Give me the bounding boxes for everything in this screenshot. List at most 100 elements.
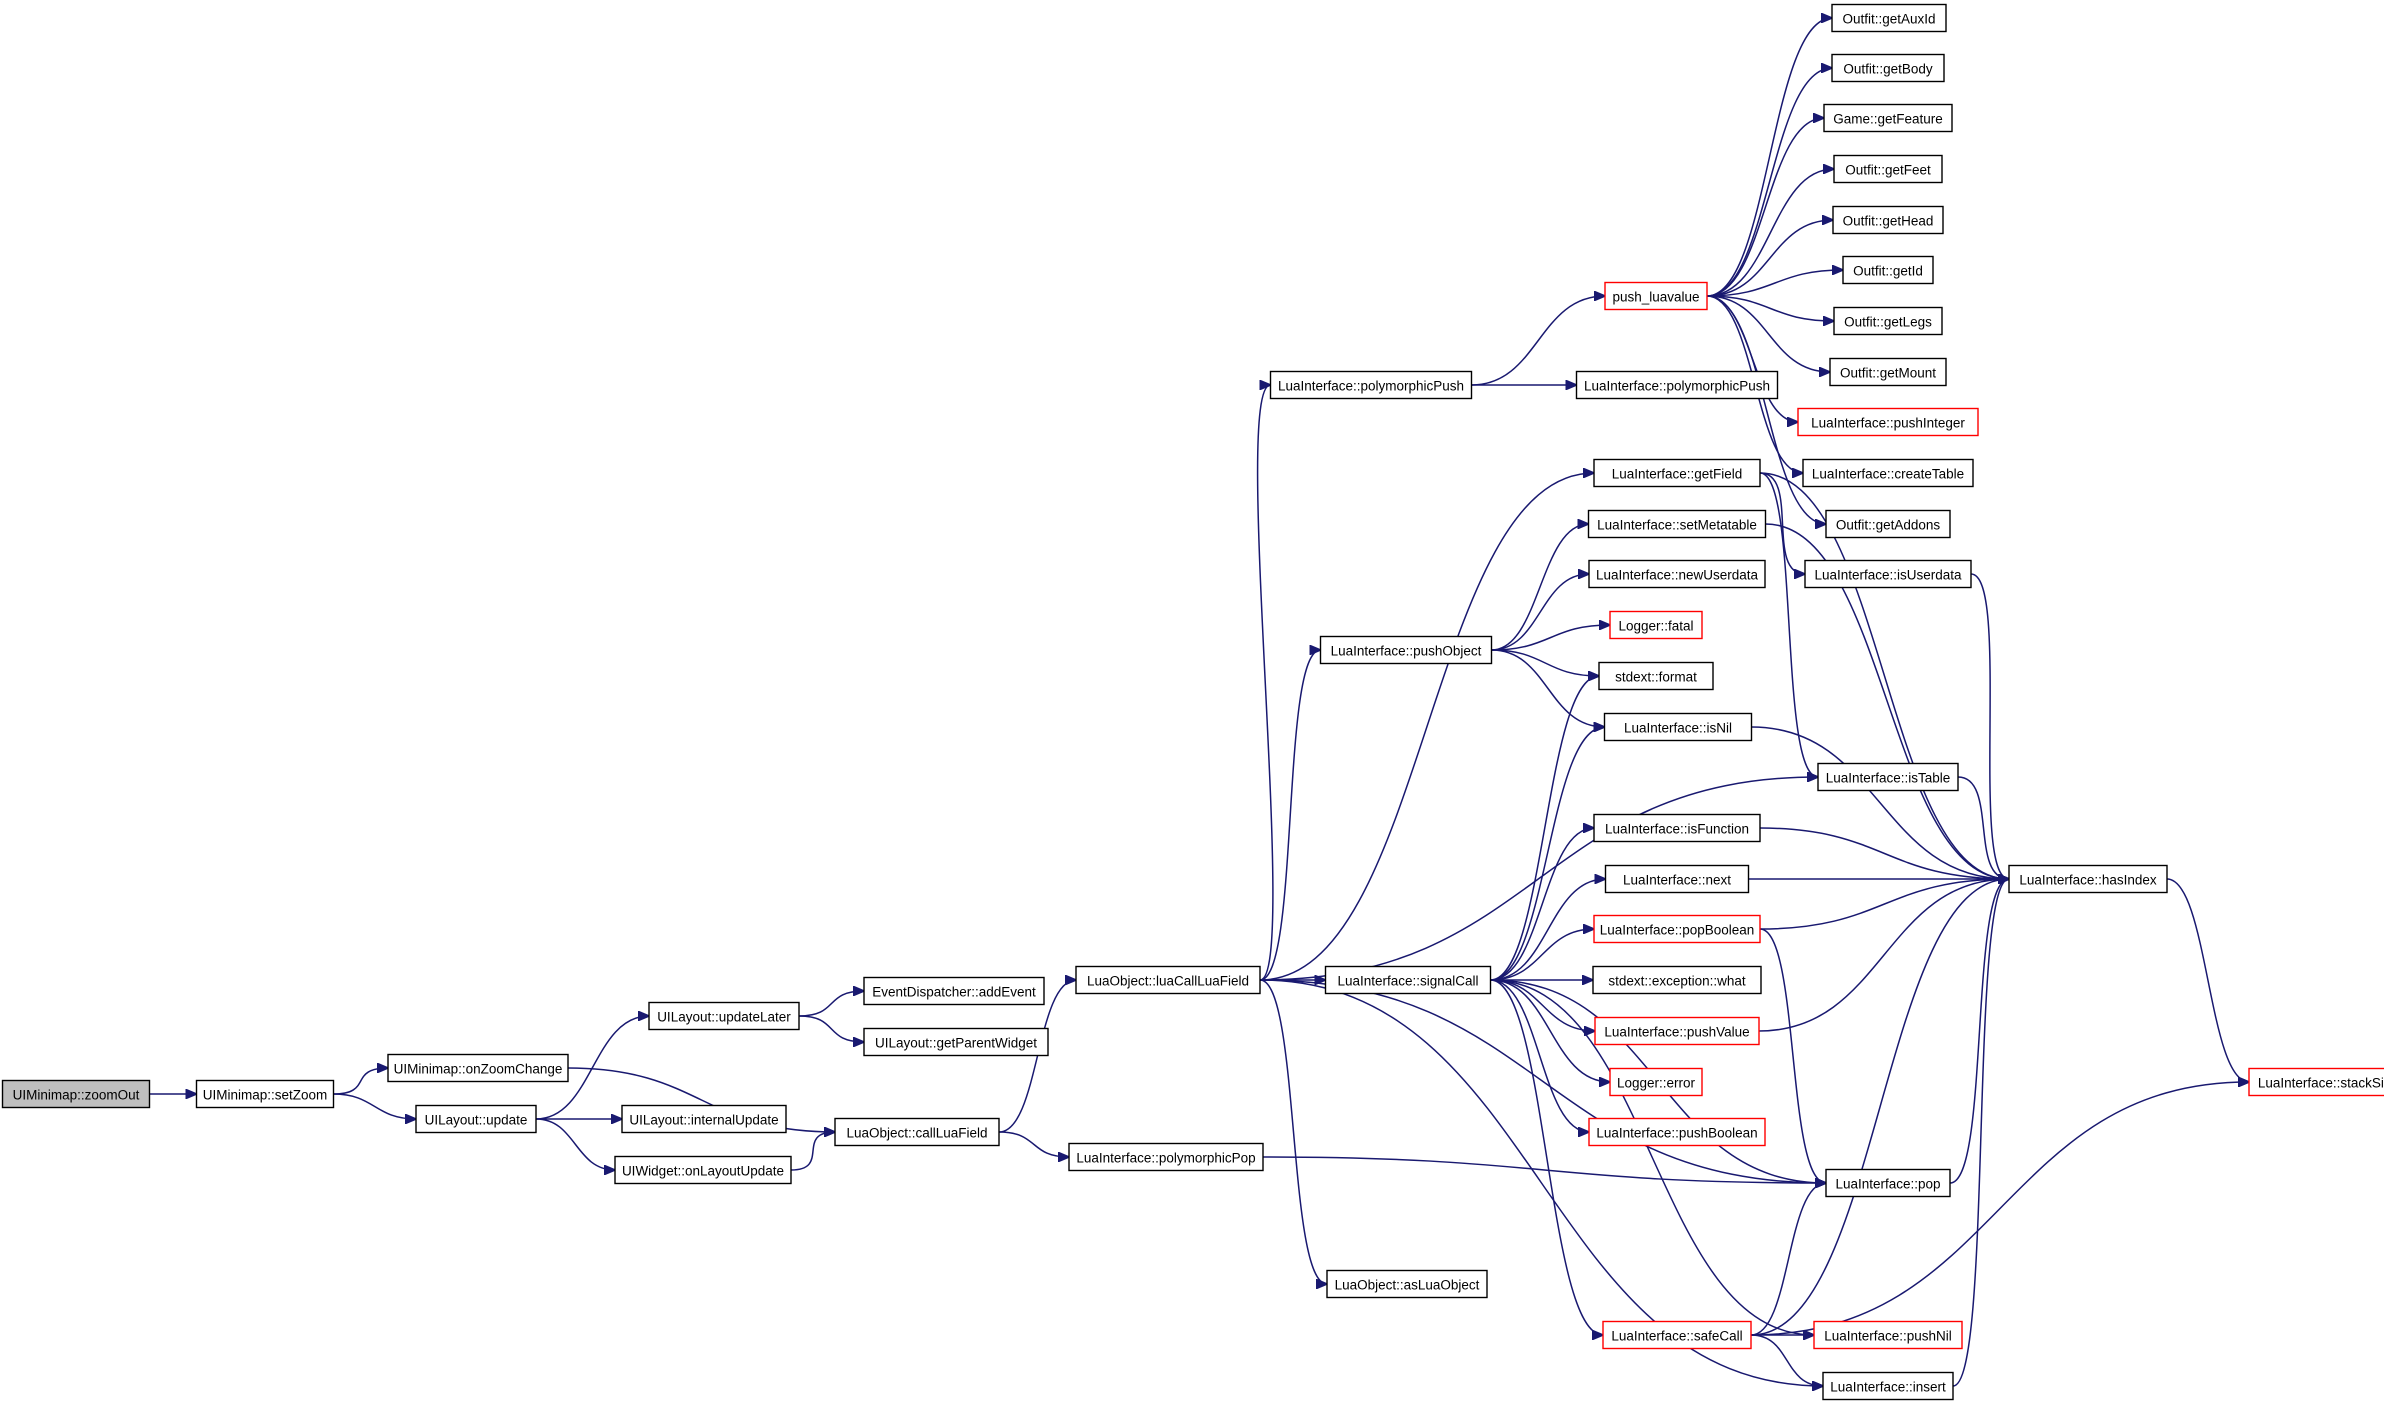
node-push-luavalue[interactable]: push_luavalue xyxy=(1604,281,1708,311)
node-label: Outfit::getMount xyxy=(1840,366,1936,381)
edge-luainterface-signalcall-to-luainterface-pushboolean xyxy=(1490,979,1590,1132)
node-box xyxy=(1831,3,1947,33)
node-luainterface-pushboolean[interactable]: LuaInterface::pushBoolean xyxy=(1588,1117,1766,1147)
node-label: LuaInterface::isNil xyxy=(1624,721,1732,736)
node-luainterface-pushinteger[interactable]: LuaInterface::pushInteger xyxy=(1797,407,1979,437)
node-luainterface-newuserdata[interactable]: LuaInterface::newUserdata xyxy=(1588,559,1766,589)
node-luainterface-getfield[interactable]: LuaInterface::getField xyxy=(1593,458,1761,488)
node-luainterface-polymorphicpush[interactable]: LuaInterface::polymorphicPush xyxy=(1575,370,1779,400)
node-uilayout-updatelater[interactable]: UILayout::updateLater xyxy=(648,1001,800,1031)
node-luainterface-next[interactable]: LuaInterface::next xyxy=(1604,864,1750,894)
node-outfit-getaddons[interactable]: Outfit::getAddons xyxy=(1825,509,1951,539)
edge-layer xyxy=(149,18,2250,1386)
node-label: LuaInterface::popBoolean xyxy=(1600,923,1755,938)
edge-luainterface-pushobject-to-logger-fatal xyxy=(1491,625,1611,651)
node-luaobject-callluafield[interactable]: LuaObject::callLuaField xyxy=(834,1117,1000,1147)
node-box xyxy=(1594,1016,1760,1046)
node-outfit-getfeet[interactable]: Outfit::getFeet xyxy=(1833,154,1943,184)
node-label: LuaInterface::newUserdata xyxy=(1596,568,1759,583)
node-luaobject-asluaobject[interactable]: LuaObject::asLuaObject xyxy=(1326,1269,1488,1299)
node-game-getfeature[interactable]: Game::getFeature xyxy=(1823,103,1953,133)
node-uiwidget-onlayoutupdate[interactable]: UIWidget::onLayoutUpdate xyxy=(614,1155,792,1185)
node-stdext-format[interactable]: stdext::format xyxy=(1598,661,1714,691)
node-logger-fatal[interactable]: Logger::fatal xyxy=(1609,610,1703,640)
node-box xyxy=(1609,610,1703,640)
node-box xyxy=(1825,1168,1951,1198)
node-box xyxy=(863,1027,1049,1057)
node-label: UIWidget::onLayoutUpdate xyxy=(622,1164,784,1179)
edge-push-luavalue-to-outfit-getauxid xyxy=(1706,18,1832,297)
node-eventdispatcher-addevent[interactable]: EventDispatcher::addEvent xyxy=(863,976,1045,1006)
node-luainterface-isnil[interactable]: LuaInterface::isNil xyxy=(1603,712,1753,742)
node-uilayout-update[interactable]: UILayout::update xyxy=(415,1104,537,1134)
node-luainterface-isuserdata[interactable]: LuaInterface::isUserdata xyxy=(1804,559,1972,589)
node-luainterface-polymorphicpush[interactable]: LuaInterface::polymorphicPush xyxy=(1269,370,1473,400)
node-label: LuaInterface::pushBoolean xyxy=(1596,1126,1757,1141)
node-outfit-getauxid[interactable]: Outfit::getAuxId xyxy=(1831,3,1947,33)
node-label: Outfit::getAuxId xyxy=(1842,12,1935,27)
node-luainterface-isfunction[interactable]: LuaInterface::isFunction xyxy=(1593,813,1761,843)
edge-luainterface-safecall-to-luainterface-pop xyxy=(1750,1183,1826,1336)
node-box xyxy=(1833,306,1943,336)
edge-luainterface-signalcall-to-luainterface-safecall xyxy=(1490,979,1604,1335)
node-box xyxy=(648,1001,800,1031)
node-uiminimap-onzoomchange[interactable]: UIMinimap::onZoomChange xyxy=(387,1053,569,1083)
node-label: UILayout::getParentWidget xyxy=(875,1036,1037,1051)
node-label: LuaInterface::getField xyxy=(1612,467,1743,482)
node-box xyxy=(1831,53,1945,83)
node-outfit-getmount[interactable]: Outfit::getMount xyxy=(1829,357,1947,387)
node-luainterface-insert[interactable]: LuaInterface::insert xyxy=(1822,1371,1954,1401)
node-luainterface-pop[interactable]: LuaInterface::pop xyxy=(1825,1168,1951,1198)
node-box xyxy=(834,1117,1000,1147)
node-box xyxy=(1068,1142,1264,1172)
node-uiminimap-setzoom[interactable]: UIMinimap::setZoom xyxy=(195,1079,335,1109)
node-uilayout-internalupdate[interactable]: UILayout::internalUpdate xyxy=(621,1104,787,1134)
edge-luainterface-isuserdata-to-luainterface-hasindex xyxy=(1970,573,2009,879)
node-luainterface-pushobject[interactable]: LuaInterface::pushObject xyxy=(1319,635,1493,665)
node-uilayout-getparentwidget[interactable]: UILayout::getParentWidget xyxy=(863,1027,1049,1057)
node-box xyxy=(1825,509,1951,539)
node-outfit-getlegs[interactable]: Outfit::getLegs xyxy=(1833,306,1943,336)
node-label: UILayout::update xyxy=(425,1113,528,1128)
node-luainterface-hasindex[interactable]: LuaInterface::hasIndex xyxy=(2008,864,2168,894)
node-luainterface-signalcall[interactable]: LuaInterface::signalCall xyxy=(1324,965,1492,995)
node-label: LuaInterface::polymorphicPush xyxy=(1584,379,1770,394)
node-outfit-getbody[interactable]: Outfit::getBody xyxy=(1831,53,1945,83)
node-label: stdext::exception::what xyxy=(1608,974,1746,989)
node-luainterface-stacksize[interactable]: LuaInterface::stackSize xyxy=(2248,1067,2384,1097)
node-box xyxy=(1575,370,1779,400)
edge-push-luavalue-to-outfit-getfeet xyxy=(1706,169,1834,297)
edge-luainterface-safecall-to-luainterface-insert xyxy=(1750,1334,1823,1386)
node-luainterface-setmetatable[interactable]: LuaInterface::setMetatable xyxy=(1587,509,1767,539)
node-label: LuaInterface::isTable xyxy=(1826,771,1951,786)
node-label: LuaInterface::isFunction xyxy=(1605,822,1749,837)
node-outfit-gethead[interactable]: Outfit::getHead xyxy=(1832,205,1944,235)
node-luaobject-luacallluafield[interactable]: LuaObject::luaCallLuaField xyxy=(1075,965,1261,995)
node-luainterface-safecall[interactable]: LuaInterface::safeCall xyxy=(1602,1320,1752,1350)
node-uiminimap-zoomout[interactable]: UIMinimap::zoomOut xyxy=(1,1079,151,1109)
node-label: Outfit::getHead xyxy=(1843,214,1934,229)
node-luainterface-istable[interactable]: LuaInterface::isTable xyxy=(1817,762,1959,792)
edge-luaobject-luacallluafield-to-luainterface-pushobject xyxy=(1259,650,1321,981)
edge-luainterface-popboolean-to-luainterface-hasindex xyxy=(1759,879,2009,930)
node-label: LuaInterface::setMetatable xyxy=(1597,518,1757,533)
node-logger-error[interactable]: Logger::error xyxy=(1609,1067,1703,1097)
node-luainterface-pushvalue[interactable]: LuaInterface::pushValue xyxy=(1594,1016,1760,1046)
node-box xyxy=(1802,458,1974,488)
edge-luaobject-luacallluafield-to-luainterface-getfield xyxy=(1259,473,1594,981)
node-label: LuaInterface::next xyxy=(1623,873,1731,888)
node-luainterface-polymorphicpop[interactable]: LuaInterface::polymorphicPop xyxy=(1068,1142,1264,1172)
edge-luaobject-luacallluafield-to-luainterface-polymorphicpush xyxy=(1256,385,1274,981)
edge-uilayout-updatelater-to-eventdispatcher-addevent xyxy=(798,991,864,1017)
edge-luainterface-signalcall-to-stdext-format xyxy=(1490,676,1600,981)
edge-luainterface-hasindex-to-luainterface-stacksize xyxy=(2166,878,2249,1082)
node-luainterface-createtable[interactable]: LuaInterface::createTable xyxy=(1802,458,1974,488)
node-box xyxy=(1593,914,1761,944)
node-luainterface-pushnil[interactable]: LuaInterface::pushNil xyxy=(1813,1320,1963,1350)
node-stdext-exception-what[interactable]: stdext::exception::what xyxy=(1592,965,1762,995)
node-label: LuaInterface::pushNil xyxy=(1824,1329,1952,1344)
node-box xyxy=(1797,407,1979,437)
node-luainterface-popboolean[interactable]: LuaInterface::popBoolean xyxy=(1593,914,1761,944)
node-outfit-getid[interactable]: Outfit::getId xyxy=(1842,255,1934,285)
